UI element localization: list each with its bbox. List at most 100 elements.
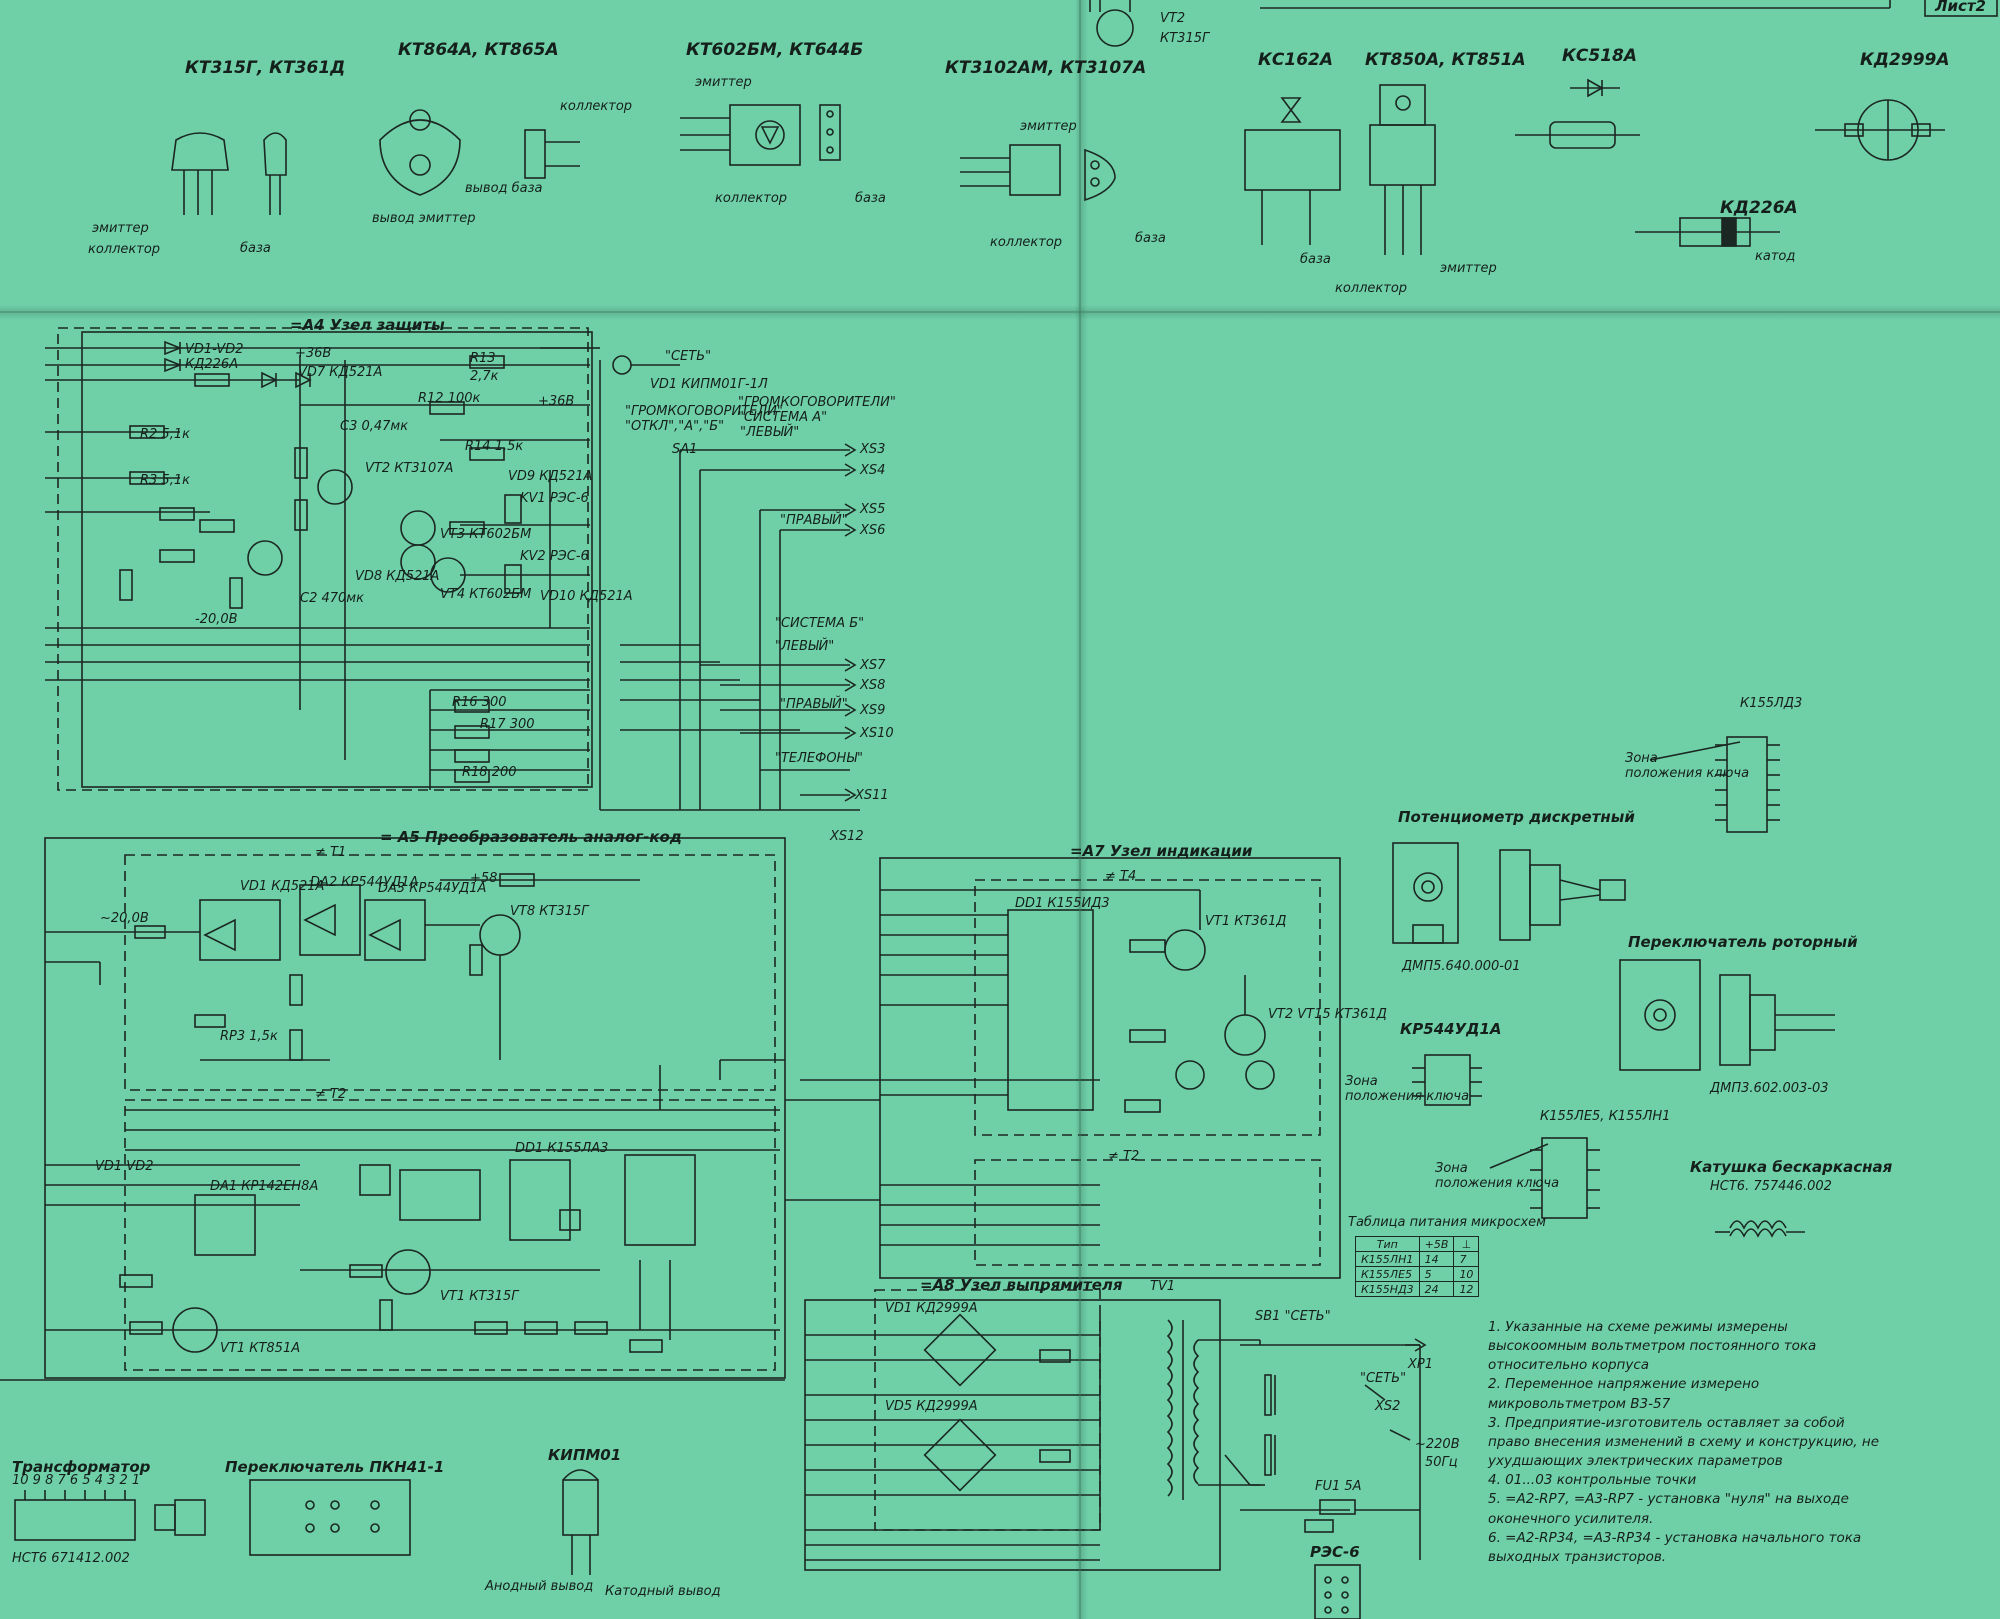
block-a5-title: = А5 Преобразователь аналог-код xyxy=(380,828,682,846)
label-vt4: VT4 КТ602БМ xyxy=(440,587,532,602)
package-kt602-base: база xyxy=(855,191,886,206)
coil-drawing xyxy=(1715,1220,1805,1238)
label-vd1-vd2-a5: VD1 VD2 xyxy=(95,1159,154,1174)
block-a8-frame xyxy=(804,1299,1221,1571)
kt315-package xyxy=(171,132,287,215)
label-set-a8: "СЕТЬ" xyxy=(1360,1371,1407,1386)
xs-connectors xyxy=(600,443,860,811)
label-vd10: VD10 КД521А xyxy=(540,589,633,604)
transformer-drawing xyxy=(14,1490,136,1541)
label-da3: DA3 КР544УД1А xyxy=(378,881,487,896)
label-transformer-pins: 10 9 8 7 6 5 4 3 2 1 xyxy=(12,1473,141,1488)
connector-xs7: XS7 xyxy=(860,658,886,673)
package-kt315-emitter: эмиттер xyxy=(92,221,149,236)
connector-xs11: XS11 xyxy=(855,788,889,803)
label-t2: ≠ T2 xyxy=(315,1087,347,1102)
package-kt3102-collector: коллектор xyxy=(990,235,1063,250)
vt2-type: КТ315Г xyxy=(1160,31,1210,46)
package-kt850-emitter: эмиттер xyxy=(1440,261,1497,276)
k155le5-chip xyxy=(1489,1137,1600,1219)
label-left: "ЛЕВЫЙ" xyxy=(740,425,800,440)
package-kt850-collector: коллектор xyxy=(1335,281,1408,296)
rec6-relay-drawing xyxy=(1314,1564,1361,1619)
package-kd226-cathode: катод xyxy=(1755,249,1796,264)
label-kd226a: КД226А xyxy=(185,357,239,372)
package-kt864-collector: коллектор xyxy=(560,99,633,114)
power-table-title: Таблица питания микросхем xyxy=(1348,1215,1546,1230)
package-title-kt602: КТ602БМ, КТ644Б xyxy=(686,40,864,60)
connector-xs3: XS3 xyxy=(860,442,886,457)
label-plus36-b: +36В xyxy=(538,394,575,409)
label-r13: R13 xyxy=(470,351,496,366)
block-a7-title: =А7 Узел индикации xyxy=(1070,842,1253,860)
label-key-zone-1: Зона xyxy=(1625,751,1658,766)
power-table-col-type: Тип xyxy=(1355,1236,1420,1252)
package-title-kt315: КТ315Г, КТ361Д xyxy=(185,58,346,78)
label-sa1: SA1 xyxy=(672,442,698,457)
label-r14: R14 1,5к xyxy=(465,439,524,454)
package-title-kd2999: КД2999А xyxy=(1860,50,1950,70)
rotary-switch-drawing xyxy=(1619,959,1835,1071)
label-switch-pkn41: Переключатель ПКН41-1 xyxy=(225,1458,445,1476)
sheet-number: Лист2 xyxy=(1935,0,1986,15)
label-left-b: "ЛЕВЫЙ" xyxy=(775,639,835,654)
note-3: 3. Предприятие-изготовитель оставляет за… xyxy=(1488,1414,1880,1470)
label-xs2: XS2 xyxy=(1375,1399,1401,1414)
label-xp1: XP1 xyxy=(1408,1357,1434,1372)
label-plus36: +36В xyxy=(295,346,332,361)
label-t1: ≠ T1 xyxy=(315,845,347,860)
label-key-zone-2: Зона xyxy=(1345,1074,1378,1089)
label-vt8: VT8 КТ315Г xyxy=(510,904,589,919)
label-key-pos-2: положения ключа xyxy=(1345,1089,1470,1104)
label-tv1: TV1 xyxy=(1150,1279,1176,1294)
label-vd9: VD9 КД521А xyxy=(508,469,593,484)
label-kv1: KV1 РЭС-6 xyxy=(520,491,589,506)
label-rotary-code: ДМП3.602.003-03 xyxy=(1710,1081,1829,1096)
package-title-kt864: КТ864А, КТ865А xyxy=(398,40,559,60)
label-set: "СЕТЬ" xyxy=(665,349,712,364)
connector-xs4: XS4 xyxy=(860,463,886,478)
connector-xs12: XS12 xyxy=(830,829,864,844)
label-vt2-kt3107: VT2 КТ3107А xyxy=(365,461,454,476)
label-right-1: "ПРАВЫЙ" xyxy=(780,513,848,528)
package-title-kc162: КС162А xyxy=(1258,50,1334,70)
label-speakers-2: "ОТКЛ","А","Б" xyxy=(625,419,725,434)
package-kt602-collector: коллектор xyxy=(715,191,788,206)
label-speakers-3: "ГРОМКОГОВОРИТЕЛИ" xyxy=(738,395,896,410)
label-vd8: VD8 КД521А xyxy=(355,569,440,584)
label-r3: R3 5,1к xyxy=(140,473,190,488)
package-kt315-base: база xyxy=(240,241,271,256)
label-rotary-switch: Переключатель роторный xyxy=(1628,933,1858,951)
package-kt3102-base: база xyxy=(1135,231,1166,246)
label-speakers-4: "СИСТЕМА А" xyxy=(738,410,828,425)
vt2-symbol xyxy=(1089,0,1134,47)
label-sb1: SB1 "СЕТЬ" xyxy=(1255,1309,1331,1324)
package-title-kt850: КТ850А, КТ851А xyxy=(1365,50,1526,70)
label-r12: R12 100к xyxy=(418,391,481,406)
label-transformer: Трансформатор xyxy=(12,1458,151,1476)
label-r18: R18 200 xyxy=(462,765,517,780)
label-r16: R16 300 xyxy=(452,695,507,710)
label-vt3: VT3 КТ602БМ xyxy=(440,527,532,542)
vt2-label: VT2 xyxy=(1160,11,1186,26)
label-kipm01: КИПМ01 xyxy=(548,1446,622,1464)
notes-block: 1. Указанные на схеме режимы измерены вы… xyxy=(1488,1318,1888,1567)
kc518-package xyxy=(1515,78,1640,149)
block-a4-frame xyxy=(57,327,589,791)
package-kt3102-emitter: эмиттер xyxy=(1020,119,1077,134)
block-a8-title: =А8 Узел выпрямителя xyxy=(920,1276,1123,1294)
kt864-package xyxy=(379,109,580,196)
block-a5-frame xyxy=(44,837,786,1379)
note-2: 2. Переменное напряжение измерено микров… xyxy=(1488,1376,1760,1412)
label-a7-t2: ≠ T2 xyxy=(1108,1149,1140,1164)
switch-pkn41-drawing xyxy=(154,1479,411,1556)
label-phones: "ТЕЛЕФОНЫ" xyxy=(775,751,863,766)
label-cathode-lead: Катодный вывод xyxy=(605,1584,721,1599)
label-k155ld3: К155ЛД3 xyxy=(1740,696,1803,711)
label-c2: C2 470мк xyxy=(300,591,364,606)
package-title-kt3102: КТ3102АМ, КТ3107А xyxy=(945,58,1147,78)
label-vd1-vd2: VD1-VD2 xyxy=(185,342,244,357)
kd226-package xyxy=(1635,217,1780,247)
